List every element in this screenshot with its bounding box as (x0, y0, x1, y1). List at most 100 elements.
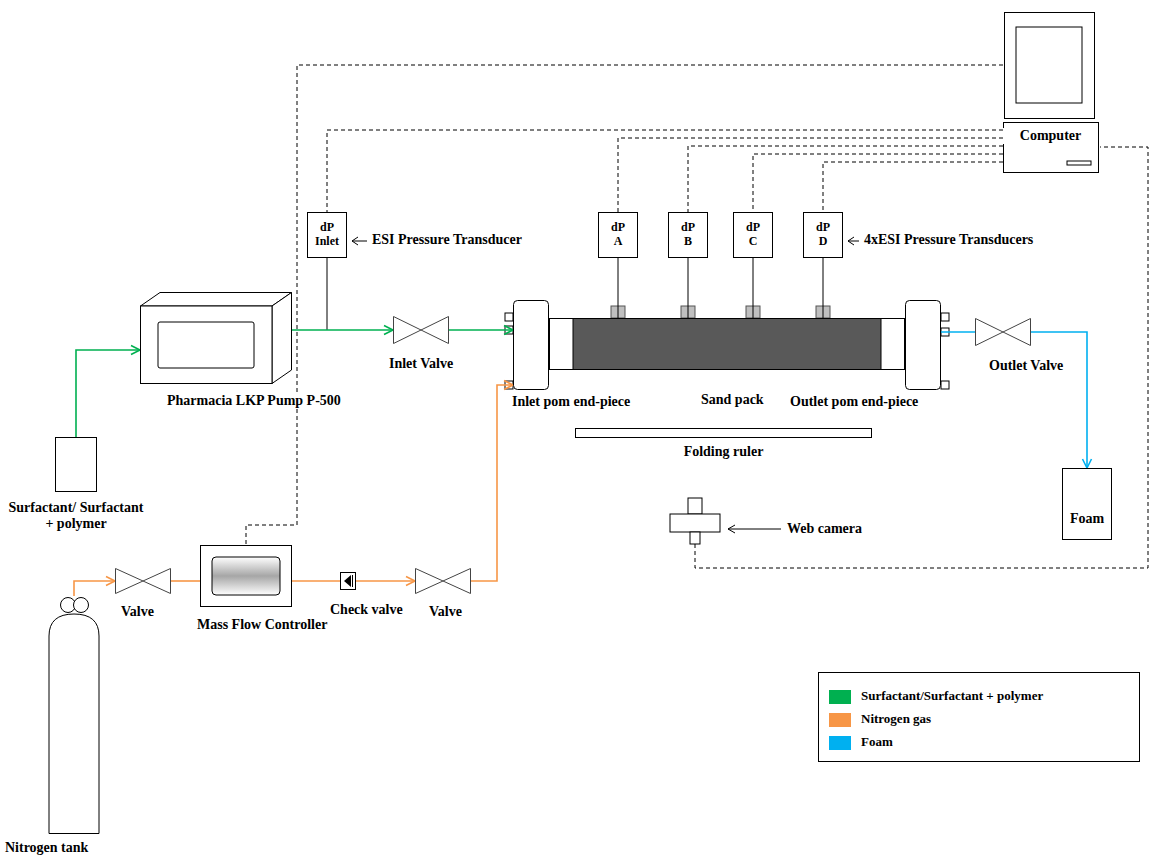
pump-display (158, 322, 254, 368)
signal-line (823, 162, 1003, 212)
box-text: dP Inlet (311, 221, 343, 249)
arrowhead (504, 381, 513, 390)
component-label: Valve (427, 604, 464, 620)
node-outline (415, 568, 471, 594)
drive-slot (1067, 161, 1091, 165)
container-body (56, 438, 97, 492)
node-outline (340, 572, 356, 590)
legend-row: Nitrogen gas (829, 708, 1139, 731)
box-text: Foam (1070, 511, 1104, 527)
leader-arrow (352, 241, 367, 242)
legend-swatch (829, 713, 851, 727)
folding-ruler: Folding ruler (575, 428, 872, 438)
gas-valve: Valve (415, 568, 471, 594)
pump-side (272, 293, 292, 384)
signal-line (618, 138, 1003, 212)
flow-line (292, 581, 340, 582)
node-outline (140, 292, 292, 384)
signal-wire (246, 65, 1003, 545)
computer-base (1004, 123, 1099, 173)
node-outline (393, 316, 449, 344)
check-valve-body (341, 573, 356, 590)
valve-half (143, 569, 171, 594)
inlet-port (505, 313, 513, 321)
signal-line (246, 65, 1003, 545)
pressure-transducer: dP D (803, 212, 843, 258)
pipe (356, 580, 415, 582)
box-text: dP A (608, 221, 628, 249)
flow-line (171, 581, 200, 582)
pump-front (141, 306, 273, 384)
pipe (1031, 332, 1087, 468)
sand-pack-tube (550, 319, 905, 370)
box-text: dP D (813, 221, 833, 249)
check-valve-triangle (344, 575, 351, 587)
callout-label: ESI Pressure Transducer (370, 232, 524, 248)
sand-pack: Sand pack (549, 318, 905, 370)
signal-wire (753, 154, 1003, 212)
flow-line (76, 346, 140, 438)
flow-line (688, 258, 689, 318)
outlet-port (941, 381, 949, 389)
surfactant-container: Surfactant/ Surfactant + polymer (55, 437, 97, 492)
component-label: Outlet Valve (987, 358, 1065, 374)
component-label: Inlet pom end-piece (510, 394, 632, 410)
pressure-transducer: dP C (733, 212, 773, 258)
component-label: Inlet Valve (387, 356, 455, 372)
gas-valve: Valve (115, 568, 171, 594)
component-label: Pharmacia LKP Pump P-500 (165, 393, 343, 409)
camera-body (670, 514, 720, 532)
legend-text: Nitrogen gas (861, 712, 931, 727)
legend-swatch (829, 690, 851, 704)
legend-text: Foam (861, 735, 893, 750)
flow-line (823, 258, 824, 318)
node-outline (1003, 12, 1100, 174)
end-piece-body (514, 301, 549, 390)
pressure-transducer: dP A (598, 212, 638, 258)
end-piece-body (906, 301, 941, 390)
foam-container: Foam (1062, 468, 1112, 540)
pressure-transducer: dP B (668, 212, 708, 258)
pump-top (141, 293, 292, 307)
flow-line (618, 258, 619, 318)
valve-half (116, 569, 144, 594)
callout-label: Web camera (785, 521, 864, 537)
tank-regulator (74, 598, 89, 613)
controller-body (201, 546, 292, 607)
legend-swatch (829, 736, 851, 750)
pipe (618, 258, 619, 318)
node-outline (905, 300, 941, 390)
legend-box: Surfactant/Surfactant + polymerNitrogen … (818, 672, 1140, 762)
node-outline (549, 318, 905, 370)
legend-row: Surfactant/Surfactant + polymer (829, 685, 1139, 708)
node-outline (55, 437, 97, 492)
controller-display (212, 557, 280, 595)
node-outline (513, 300, 549, 390)
node-outline (575, 428, 872, 438)
signal-line (688, 146, 1003, 212)
component-label: Outlet pom end-piece (788, 394, 920, 410)
valve-half (416, 569, 444, 594)
tank-cylinder (49, 614, 99, 834)
pump: Pharmacia LKP Pump P-500 (140, 292, 292, 384)
inlet-valve: Inlet Valve (393, 316, 449, 344)
flow-line (74, 577, 115, 597)
legend-row: Foam (829, 731, 1139, 754)
component-label: Sand pack (699, 392, 766, 408)
nitrogen-tank: Nitrogen tank (48, 596, 100, 834)
leader-arrow (848, 241, 859, 242)
camera-lens (688, 498, 702, 514)
component-label: Computer (1003, 128, 1098, 144)
node-outline (115, 568, 171, 594)
valve-half (443, 569, 471, 594)
outlet-port (941, 313, 949, 321)
monitor-screen (1016, 27, 1082, 103)
pipe (292, 329, 393, 331)
arrowhead (406, 577, 415, 586)
pipe (171, 580, 200, 582)
signal-line (327, 130, 1003, 212)
flow-line (356, 577, 415, 586)
node-outline (200, 545, 292, 607)
pipe (471, 385, 513, 581)
